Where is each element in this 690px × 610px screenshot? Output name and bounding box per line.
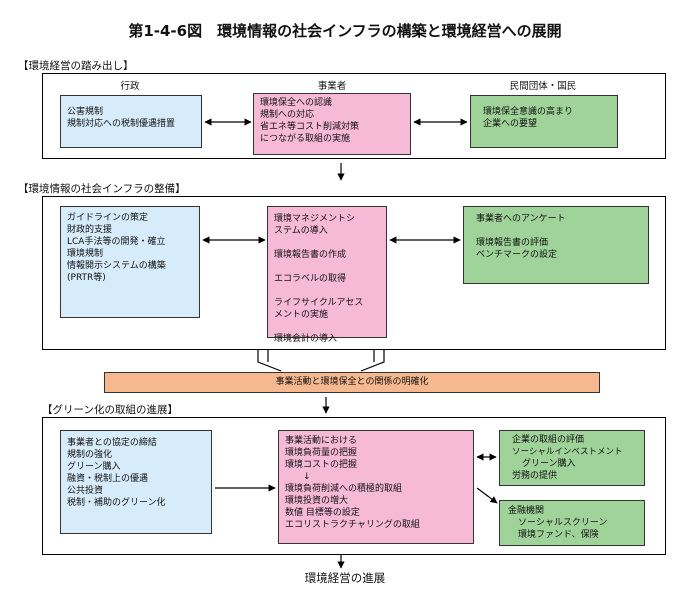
s3-fin-line: 環境ファンド、保険: [518, 530, 599, 540]
s1-public-line: 環境保全意識の高まり: [483, 107, 574, 117]
s3-gov-line: 公共投資: [67, 486, 104, 496]
col-head-gov: 行政: [120, 81, 140, 92]
s2-public-box: 事業者へのアンケート 環境報告書の評価 ベンチマークの設定: [463, 206, 649, 284]
s1-gov-line: 公害規制: [67, 107, 104, 117]
s3-biz-line: 数値 目標等の設定: [285, 508, 360, 518]
s1-biz-line: につながる取組の実施: [260, 134, 351, 144]
s2-gov-box: ガイドラインの策定 財政的支援 LCA手法等の開発・確立 環境規制 情報開示シス…: [60, 206, 200, 318]
s3-biz-line: エコリストラクチャリングの取組: [285, 520, 420, 530]
s3-eval-line: 労務の提供: [512, 471, 558, 481]
s3-biz-line: 環境負荷削減への積極的取組: [285, 484, 403, 494]
s3-finance-box: 金融機関 ソーシャルスクリーン 環境ファンド、保険: [499, 500, 645, 546]
s2-gov-line: LCA手法等の開発・確立: [67, 237, 166, 247]
s3-biz-line: 事業活動における: [285, 436, 358, 446]
col-head-biz: 事業者: [317, 81, 347, 92]
s2-biz-line: 環境会計の導入: [274, 334, 338, 344]
funnel-connector: [257, 350, 282, 372]
s2-gov-line: 財政的支援: [67, 225, 113, 235]
s3-biz-line: 環境コストの把握: [285, 460, 358, 470]
s3-eval-line: ソーシャルインベストメント: [512, 447, 623, 457]
s3-fin-line: ソーシャルスクリーン: [518, 518, 608, 528]
s2-public-line: ベンチマークの設定: [476, 250, 558, 260]
section1-frame: [42, 73, 666, 159]
s3-eval-box: 企業の取組の評価 ソーシャルインベストメント グリーン購入 労務の提供: [499, 430, 645, 486]
section2-frame: [42, 196, 666, 350]
s2-biz-box: 環境マネジメントシ ステムの導入 環境報告書の作成 エコラベルの取得 ライフサイ…: [267, 206, 387, 344]
s1-biz-box: 環境保全への認識 規制への対応 省エネ等コスト削減対策 につながる取組の実施: [253, 93, 411, 155]
s3-biz-line: 環境投資の増大: [285, 496, 349, 506]
s2-gov-line: 情報開示システムの構築: [67, 261, 166, 271]
s3-fin-line: 金融機関: [508, 506, 545, 516]
clarify-bar: 事業活動と環境保全との関係の明確化: [104, 372, 600, 393]
s2-public-line: 環境報告書の評価: [476, 238, 549, 248]
s3-gov-line: 税制・補助のグリーン化: [67, 498, 166, 508]
s1-biz-line: 省エネ等コスト削減対策: [260, 122, 360, 132]
figure-title: 第1-4-6図 環境情報の社会インフラの構築と環境経営への展開: [128, 22, 562, 40]
s1-biz-line: 環境保全への認識: [260, 98, 333, 108]
s2-biz-line: 環境マネジメントシ: [274, 214, 356, 224]
s2-biz-line: ライフサイクルアセス: [274, 298, 364, 308]
s2-biz-line: メントの実施: [274, 310, 329, 320]
s3-gov-line: 事業者との協定の締結: [67, 438, 157, 448]
section3-heading: 【グリーン化の取組の進展】: [42, 404, 178, 416]
s3-biz-box: 事業活動における 環境負荷量の把握 環境コストの把握 ↓ 環境負荷削減への積極的…: [278, 430, 474, 544]
s1-public-box: 環境保全意識の高まり 企業への要望: [470, 95, 618, 148]
s1-biz-line: 規制への対応: [260, 110, 315, 120]
s3-biz-line: 環境負荷量の把握: [285, 448, 358, 458]
s1-gov-line: 規制対応への税制優遇措置: [67, 119, 176, 129]
s1-public-line: 企業への要望: [483, 119, 538, 129]
s2-gov-line: (PRTR等): [67, 273, 106, 283]
s3-eval-line: 企業の取組の評価: [512, 435, 585, 445]
down-arrow-icon: ↓: [303, 472, 311, 482]
s2-biz-line: ステムの導入: [274, 226, 328, 236]
section2-heading: 【環境情報の社会インフラの整備】: [18, 183, 186, 195]
s2-gov-line: 環境規制: [67, 249, 104, 259]
s3-arrow-biz-fin: [476, 487, 498, 504]
s2-gov-line: ガイドラインの策定: [67, 213, 149, 223]
bottom-label: 環境経営の進展: [304, 571, 386, 585]
col-head-public: 民間団体・国民: [509, 81, 577, 92]
s3-gov-line: グリーン購入: [67, 462, 121, 472]
s3-gov-box: 事業者との協定の締結 規制の強化 グリーン購入 融資・税制上の優遇 公共投資 税…: [60, 430, 212, 534]
s3-gov-line: 規制の強化: [67, 450, 113, 460]
s2-biz-line: エコラベルの取得: [274, 274, 347, 284]
s3-gov-line: 融資・税制上の優遇: [67, 474, 149, 484]
s2-public-line: 事業者へのアンケート: [476, 214, 566, 224]
section1-heading: 【環境経営の踏み出し】: [18, 60, 134, 72]
section3-frame: [42, 417, 666, 555]
s1-gov-box: 公害規制 規制対応への税制優遇措置: [60, 95, 202, 148]
s3-eval-line: グリーン購入: [522, 459, 576, 469]
s2-biz-line: 環境報告書の作成: [274, 250, 347, 260]
